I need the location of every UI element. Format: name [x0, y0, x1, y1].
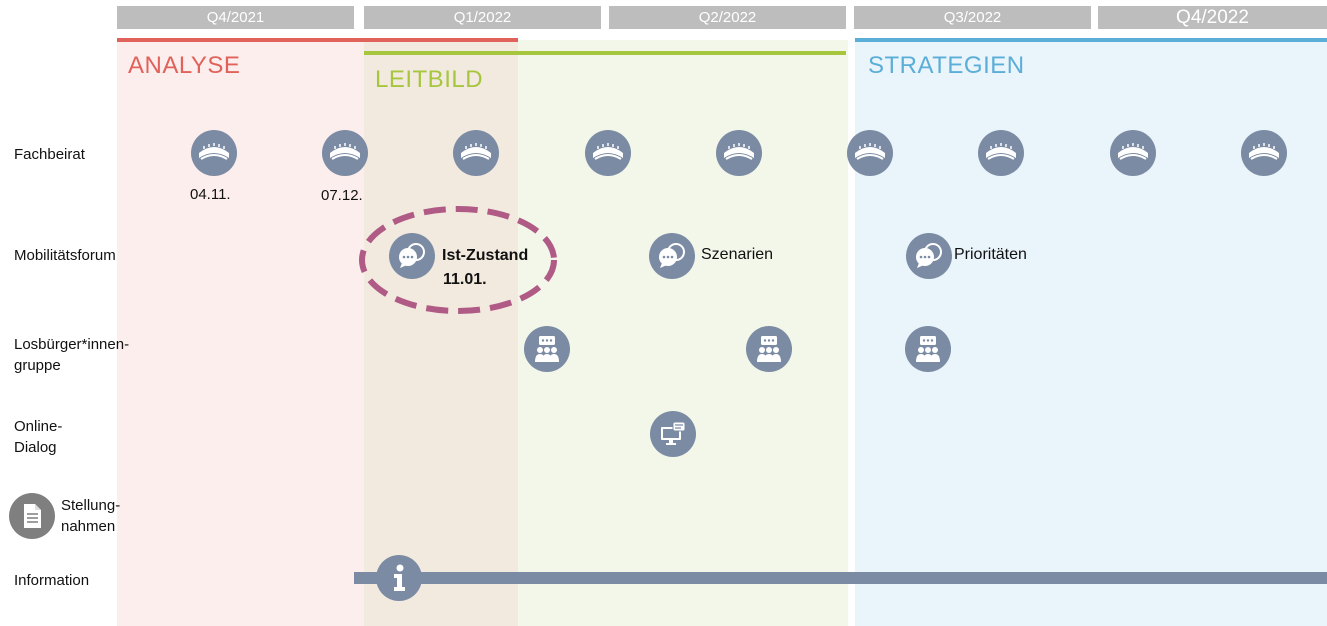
row-label-stellung-1: Stellung-: [61, 497, 121, 514]
quarter-q4-2021: Q4/2021: [117, 6, 354, 29]
phase-line-analyse: [117, 38, 518, 42]
stadium-icon: [322, 130, 368, 176]
phase-bg-overlap: [364, 40, 518, 626]
stadium-icon: [453, 130, 499, 176]
phase-title-strategien: STRATEGIEN: [868, 52, 1025, 79]
forum-event-date-1: 11.01.: [443, 271, 487, 288]
fachbeirat-date-2: 07.12.: [321, 187, 363, 204]
quarter-q3-2022: Q3/2022: [854, 6, 1091, 29]
quarter-q2-2022: Q2/2022: [609, 6, 846, 29]
forum-event-label-3: Prioritäten: [954, 246, 1027, 263]
phase-bg-analyse: [117, 40, 364, 626]
forum-event-label-2: Szenarien: [701, 246, 774, 263]
info-icon: [376, 555, 422, 601]
row-label-online-1: Online-: [14, 418, 63, 435]
quarter-q4-2022: Q4/2022: [1098, 6, 1327, 29]
phase-bg-leitbild: [518, 40, 848, 626]
speech-bubbles-icon: [906, 233, 952, 279]
speech-bubbles-icon: [649, 233, 695, 279]
stadium-icon: [847, 130, 893, 176]
phase-title-analyse: ANALYSE: [128, 52, 241, 79]
stadium-icon: [978, 130, 1024, 176]
speech-bubbles-icon: [389, 233, 435, 279]
phase-line-leitbild: [364, 51, 846, 55]
row-label-information: Information: [14, 572, 90, 589]
group-meeting-icon: [746, 326, 792, 372]
group-meeting-icon: [905, 326, 951, 372]
row-label-losbuerger-1: Losbürger*innen-: [14, 336, 130, 353]
stadium-icon: [191, 130, 237, 176]
stadium-icon: [1241, 130, 1287, 176]
information-bar: [354, 572, 1327, 584]
forum-event-label-1: Ist-Zustand: [442, 247, 529, 264]
stadium-icon: [1110, 130, 1156, 176]
row-label-losbuerger-2: gruppe: [14, 357, 61, 374]
group-meeting-icon: [524, 326, 570, 372]
row-label-stellung-2: nahmen: [61, 518, 116, 535]
row-label-fachbeirat: Fachbeirat: [14, 146, 85, 163]
highlight-ring: [359, 206, 557, 314]
phase-title-leitbild: LEITBILD: [375, 66, 484, 93]
fachbeirat-date-1: 04.11.: [190, 186, 231, 203]
monitor-chat-icon: [650, 411, 696, 457]
phase-line-strategien: [855, 38, 1327, 42]
quarter-q1-2022: Q1/2022: [364, 6, 601, 29]
stadium-icon: [585, 130, 631, 176]
stadium-icon: [716, 130, 762, 176]
row-label-online-2: Dialog: [14, 439, 57, 456]
row-label-mobilitaetsforum: Mobilitätsforum: [14, 247, 116, 264]
document-icon: [9, 493, 55, 539]
